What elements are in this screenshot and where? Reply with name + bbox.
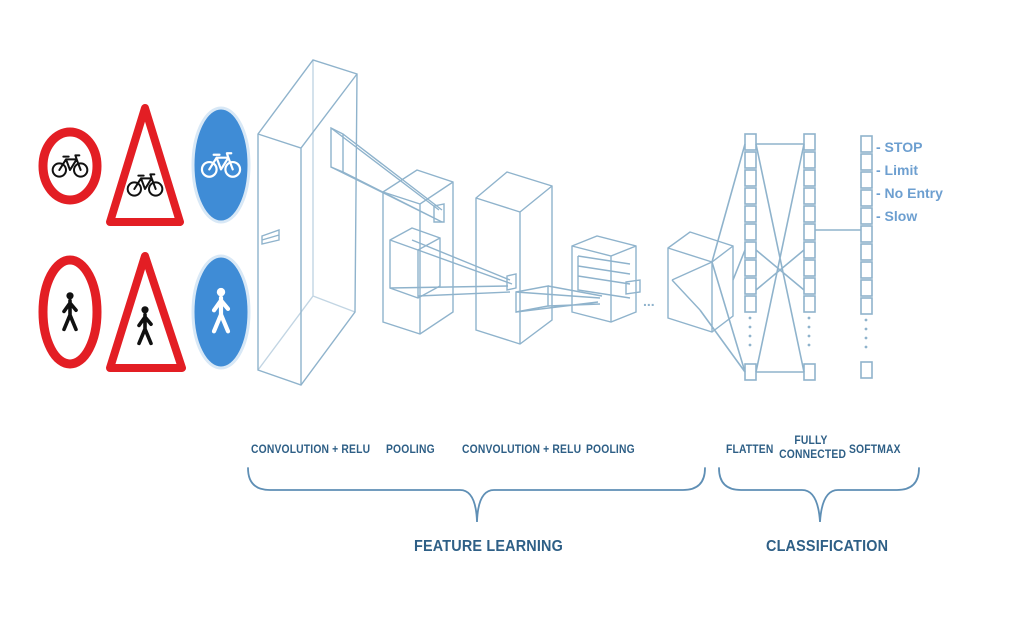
softmax-neuron-cell bbox=[860, 153, 873, 171]
softmax-neuron-cell bbox=[860, 171, 873, 189]
ellipsis-text: ... bbox=[643, 293, 655, 309]
flatten-neuron-cell bbox=[744, 241, 757, 259]
classification-brace bbox=[718, 467, 920, 523]
fully-connected-neuron-cell bbox=[803, 169, 816, 187]
input-traffic-signs bbox=[38, 104, 251, 372]
softmax-neuron-cell bbox=[860, 361, 873, 379]
group-braces bbox=[247, 467, 920, 523]
fully-connected-neuron-cell bbox=[803, 277, 816, 295]
fully-connected-neuron-cell bbox=[803, 151, 816, 169]
conv1-kernel bbox=[330, 126, 443, 223]
continuation-dot bbox=[748, 325, 752, 329]
flatten-neuron-cell bbox=[744, 187, 757, 205]
stage-label-conv-relu-1: CONVOLUTION + RELU bbox=[251, 442, 371, 456]
pedestrian-mandatory-sign-icon bbox=[191, 254, 251, 370]
continuation-dot bbox=[748, 316, 752, 320]
flatten-neuron-cell bbox=[744, 133, 757, 151]
continuation-dot bbox=[748, 343, 752, 347]
output-class-label: - Limit bbox=[876, 162, 918, 178]
feature-learning-brace bbox=[247, 467, 706, 523]
continuation-dot bbox=[864, 318, 868, 322]
softmax-neuron-cell bbox=[860, 189, 873, 207]
bicycle-warning-sign-icon bbox=[106, 104, 184, 226]
flatten-neuron-cell bbox=[744, 205, 757, 223]
fully-connected-neuron-cell bbox=[803, 187, 816, 205]
fully-connected-neuron-cell bbox=[803, 133, 816, 151]
conv2-feature-map-box bbox=[475, 171, 603, 345]
dense-connector bbox=[755, 143, 805, 373]
flatten-neuron-cell bbox=[744, 295, 757, 313]
output-class-label: - No Entry bbox=[876, 185, 943, 201]
stage-label-pooling-2: POOLING bbox=[586, 442, 635, 456]
fully-connected-neuron-cell bbox=[803, 241, 816, 259]
softmax-neuron-cell bbox=[860, 225, 873, 243]
continuation-dot bbox=[807, 343, 811, 347]
final-feature-map-box bbox=[667, 231, 734, 333]
flatten-neuron-cell bbox=[744, 169, 757, 187]
continuation-dot bbox=[807, 325, 811, 329]
pool2-feature-map-box bbox=[571, 235, 641, 323]
flatten-neuron-cell bbox=[744, 259, 757, 277]
flatten-neuron-cell bbox=[744, 277, 757, 295]
fully-connected-neuron-cell bbox=[803, 295, 816, 313]
softmax-neuron-cell bbox=[860, 243, 873, 261]
fully-connected-neuron-cell bbox=[803, 223, 816, 241]
bicycle-prohibited-sign-icon bbox=[38, 127, 102, 205]
feature-learning-layers bbox=[257, 59, 734, 386]
stage-label-softmax: SOFTMAX bbox=[849, 442, 901, 456]
continuation-dot bbox=[864, 336, 868, 340]
pool1-feature-map-box bbox=[382, 169, 513, 335]
fully-connected-line-2: CONNECTED bbox=[779, 447, 847, 461]
stage-label-flatten: FLATTEN bbox=[726, 442, 774, 456]
softmax-neuron-cell bbox=[860, 279, 873, 297]
group-label-feature-learning: FEATURE LEARNING bbox=[414, 538, 564, 555]
pedestrian-prohibited-sign-icon bbox=[38, 255, 102, 369]
conv1-feature-map-box bbox=[257, 59, 358, 386]
continuation-dot bbox=[864, 345, 868, 349]
pedestrian-warning-sign-icon bbox=[106, 252, 186, 372]
group-label-classification: CLASSIFICATION bbox=[766, 538, 889, 555]
softmax-neuron-cell bbox=[860, 135, 873, 153]
continuation-dot bbox=[748, 334, 752, 338]
fully-connected-line-1: FULLY bbox=[794, 433, 828, 447]
stage-label-fully-connected: FULLY CONNECTED bbox=[779, 433, 847, 461]
stage-label-pooling-1: POOLING bbox=[386, 442, 435, 456]
continuation-dot bbox=[807, 316, 811, 320]
flatten-neuron-cell bbox=[744, 363, 757, 381]
fully-connected-neuron-cell bbox=[803, 205, 816, 223]
output-class-label: - STOP bbox=[876, 139, 923, 155]
softmax-neuron-cell bbox=[860, 261, 873, 279]
flatten-neuron-cell bbox=[744, 223, 757, 241]
stage-label-conv-relu-2: CONVOLUTION + RELU bbox=[462, 442, 582, 456]
flatten-neuron-cell bbox=[744, 151, 757, 169]
flatten-connector bbox=[699, 143, 746, 373]
softmax-neuron-cell bbox=[860, 207, 873, 225]
output-class-label: - Slow bbox=[876, 208, 918, 224]
continuation-dot bbox=[864, 327, 868, 331]
continuation-dot bbox=[807, 334, 811, 338]
classification-layers bbox=[699, 133, 873, 381]
fully-connected-neuron-cell bbox=[803, 363, 816, 381]
input-kernel bbox=[261, 229, 280, 245]
bicycle-mandatory-sign-icon bbox=[191, 106, 251, 224]
softmax-neuron-cell bbox=[860, 297, 873, 315]
fully-connected-neuron-cell bbox=[803, 259, 816, 277]
